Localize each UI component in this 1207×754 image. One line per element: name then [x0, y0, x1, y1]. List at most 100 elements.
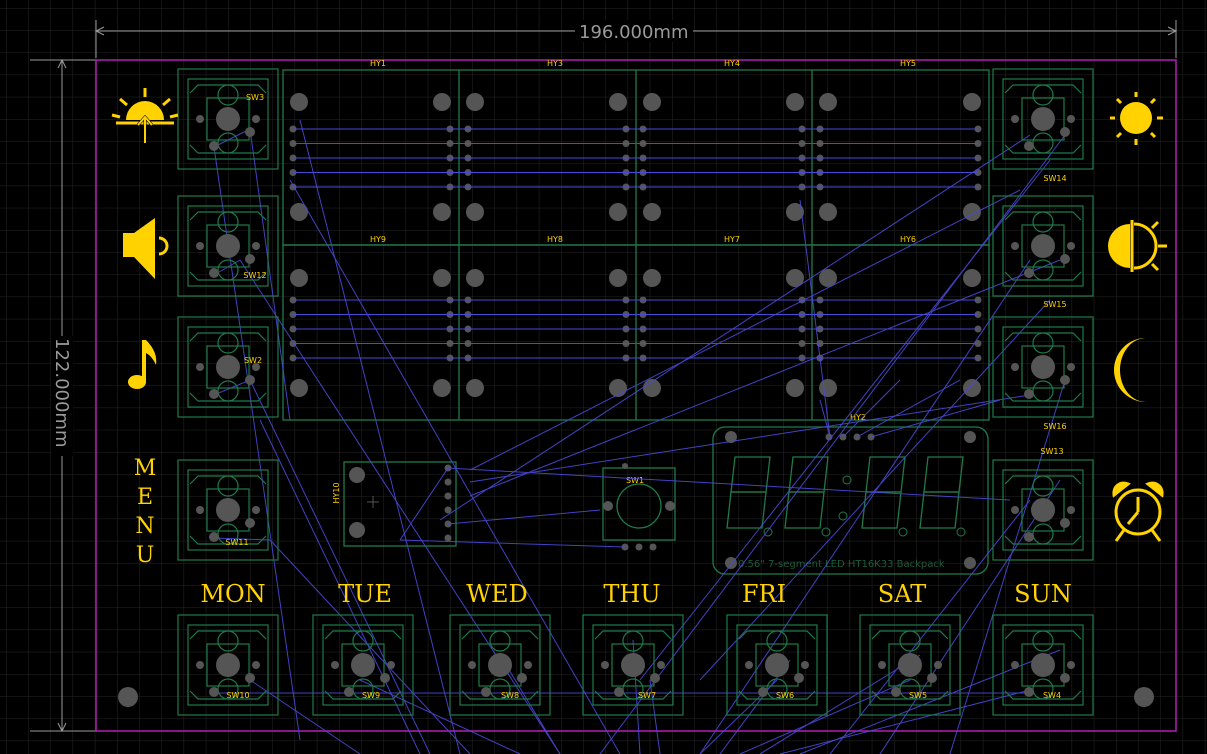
- ratsnest-line: [469, 394, 1031, 483]
- led-module-pin: [963, 269, 981, 287]
- switch-sw5[interactable]: [859, 614, 961, 716]
- ratsnest-line: [249, 128, 291, 421]
- ratsnest-line: [289, 179, 621, 754]
- board-outline[interactable]: [95, 59, 1177, 732]
- moon-icon: [1114, 338, 1146, 402]
- led-module-pin: [643, 203, 661, 221]
- day-label-sat: SAT: [878, 580, 926, 608]
- led-module-pin: [819, 379, 837, 397]
- width-dimension-label: 196.000mm: [579, 22, 689, 43]
- switch-sw14[interactable]: [992, 68, 1094, 170]
- led-module-pin: [819, 203, 837, 221]
- ratsnest-line: [870, 399, 1001, 438]
- ratsnest-line: [469, 259, 1061, 497]
- switch-sw16[interactable]: [992, 316, 1094, 418]
- led-module-pin: [466, 203, 484, 221]
- seven-segment-display-hy2[interactable]: [712, 426, 989, 575]
- led-module-pin: [466, 93, 484, 111]
- led-module-pin: [786, 379, 804, 397]
- day-label-sun: SUN: [1014, 580, 1072, 608]
- menu-letter-u: U: [136, 543, 155, 568]
- day-label-wed: WED: [466, 580, 527, 608]
- menu-letter-e: E: [137, 485, 153, 510]
- switch-footprints[interactable]: [177, 68, 1094, 716]
- switch-sw2[interactable]: [177, 316, 279, 418]
- sunrise-icon: [111, 88, 179, 143]
- encoder-label-sw1: SW1: [626, 476, 644, 485]
- led-module-pin: [433, 379, 451, 397]
- ratsnest-line: [399, 539, 626, 548]
- switch-sw10[interactable]: [177, 614, 279, 716]
- led-label-hy5: HY5: [900, 59, 916, 68]
- switch-label-sw15: SW15: [1043, 300, 1066, 309]
- led-matrix-bottom[interactable]: [282, 244, 990, 421]
- ratsnest-line: [213, 537, 271, 541]
- ratsnest-line: [856, 379, 961, 438]
- ratsnest-line: [359, 679, 521, 754]
- led-module-pin: [609, 93, 627, 111]
- led-module-pin: [643, 379, 661, 397]
- led-label-hy7: HY7: [724, 235, 740, 244]
- encoder-sw1[interactable]: [602, 463, 676, 551]
- led-matrix-pads: [289, 93, 982, 397]
- led-module-pin: [786, 93, 804, 111]
- ratsnest-line: [269, 539, 471, 754]
- led-module-pin: [609, 203, 627, 221]
- switch-sw7[interactable]: [582, 614, 684, 716]
- ratsnest-line: [699, 259, 1031, 754]
- switch-label-sw5: SW5: [909, 691, 927, 700]
- switch-sw13[interactable]: [992, 459, 1094, 561]
- switch-label-sw4: SW4: [1043, 691, 1061, 700]
- connector-hy10[interactable]: [343, 461, 457, 547]
- ratsnest-line: [759, 654, 921, 754]
- switch-label-sw8: SW8: [501, 691, 519, 700]
- led-label-hy3: HY3: [547, 59, 563, 68]
- led-module-pin: [819, 93, 837, 111]
- switch-sw8[interactable]: [449, 614, 551, 716]
- day-label-fri: FRI: [742, 580, 786, 608]
- ratsnest-line: [469, 189, 1021, 471]
- switch-label-sw14: SW14: [1043, 174, 1066, 183]
- led-module-pin: [290, 269, 308, 287]
- led-module-pin: [290, 203, 308, 221]
- led-label-hy4: HY4: [724, 59, 740, 68]
- display-label-hy2: HY2: [850, 413, 866, 422]
- switch-label-sw6: SW6: [776, 691, 794, 700]
- switch-label-sw3: SW3: [246, 93, 264, 102]
- led-module-pin: [819, 269, 837, 287]
- led-module-pin: [466, 379, 484, 397]
- switch-sw6[interactable]: [726, 614, 828, 716]
- switch-label-sw16: SW16: [1043, 422, 1066, 431]
- ratsnest-line: [819, 399, 831, 438]
- ratsnest-line: [649, 679, 661, 754]
- day-label-mon: MON: [200, 580, 265, 608]
- day-label-tue: TUE: [338, 580, 392, 608]
- led-module-pin: [643, 269, 661, 287]
- led-module-pin: [290, 379, 308, 397]
- mounting-hole-bottom-right[interactable]: [1134, 687, 1154, 707]
- switch-sw9[interactable]: [312, 614, 414, 716]
- led-module-pin: [786, 203, 804, 221]
- half-sun-icon: [1108, 220, 1167, 272]
- height-dimension-label: 122.000mm: [51, 338, 72, 448]
- switch-sw4[interactable]: [992, 614, 1094, 716]
- switch-label-sw9: SW9: [362, 691, 380, 700]
- mounting-hole-bottom-left[interactable]: [118, 687, 138, 707]
- ratsnest-line: [447, 509, 601, 525]
- switch-sw15[interactable]: [992, 195, 1094, 297]
- switch-sw11[interactable]: [177, 459, 279, 561]
- switch-label-sw13: SW13: [1040, 447, 1063, 456]
- switch-sw12[interactable]: [177, 195, 279, 297]
- switch-sw3[interactable]: [177, 68, 279, 170]
- led-module-pin: [963, 203, 981, 221]
- ratsnest-line: [779, 689, 1031, 754]
- connector-label-hy10: HY10: [332, 482, 341, 503]
- led-module-pin: [786, 269, 804, 287]
- led-label-hy9: HY9: [370, 235, 386, 244]
- alarm-clock-icon: [1112, 481, 1164, 542]
- led-module-pin: [609, 269, 627, 287]
- speaker-icon: [123, 218, 169, 279]
- led-module-pin: [963, 379, 981, 397]
